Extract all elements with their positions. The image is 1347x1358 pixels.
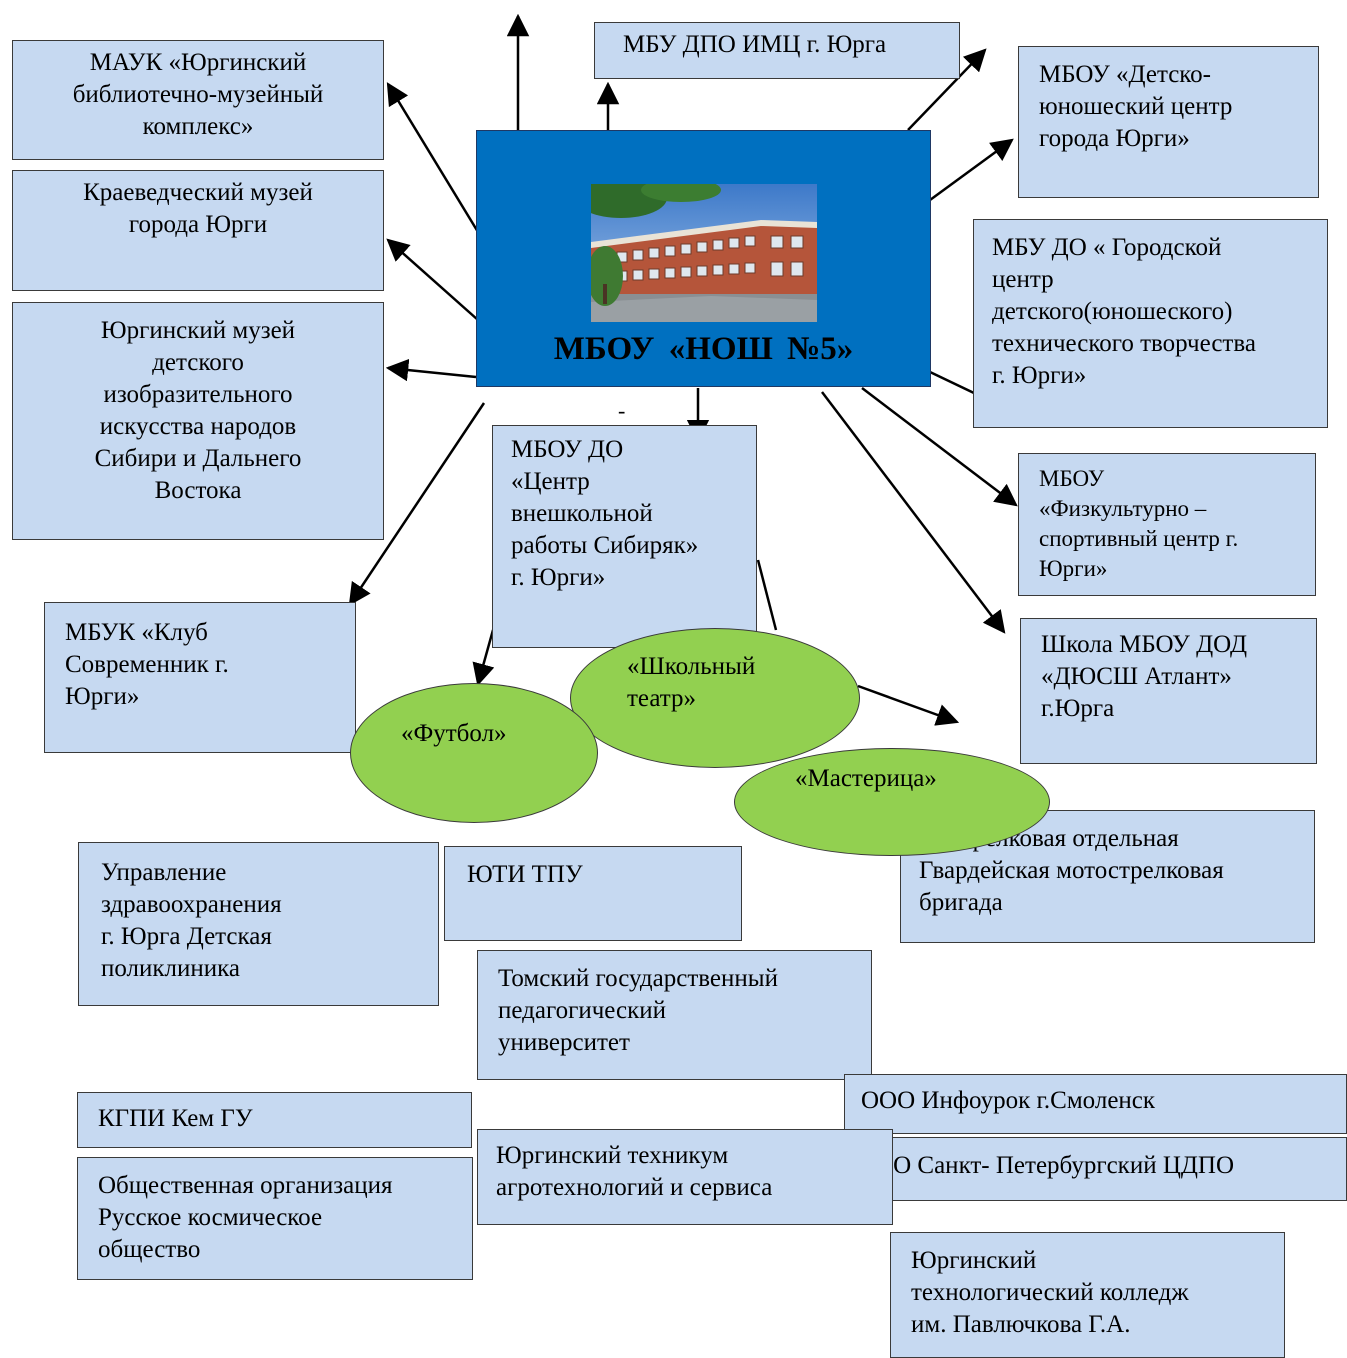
box-children-art-museum: Юргинский музей детского изобразительног… (12, 302, 384, 540)
box-yuti-tpu: ЮТИ ТПУ (444, 846, 742, 941)
box-technical-creativity-center: МБУ ДО « Городской центр детского(юношес… (973, 219, 1328, 428)
arrow-to-masterica (857, 684, 960, 726)
box-club-sovremennik: МБУК «Клуб Современник г. Юрги» (44, 602, 356, 753)
box-russian-space-society: Общественная организация Русское космиче… (77, 1157, 473, 1280)
box-agrotech-college: Юргинский техникум агротехнологий и серв… (477, 1129, 893, 1225)
ellipse-football: «Футбол» (350, 683, 598, 823)
box-74-brigade: 74 стрелковая отдельная Гвардейская мото… (900, 810, 1315, 943)
ellipse-school-theater: «Школьный театр» (570, 628, 860, 768)
box-mauk-library-museum: МАУК «Юргинский библиотечно-музейный ком… (12, 40, 384, 160)
box-tspu: Томский государственный педагогический у… (477, 950, 872, 1080)
box-sibiryak-center: МБОУ ДО «Центр внешкольной работы Сибиря… (492, 425, 757, 648)
arrow-to-art-museum (385, 358, 477, 382)
box-local-history-museum: Краеведческий музей города Юрги (12, 170, 384, 291)
arrow-to-sports-center (861, 387, 1018, 507)
arrow-to-youth-center (929, 138, 1014, 202)
central-school-title: МБОУ «НОШ №5» (553, 331, 854, 367)
line-sibiryak-to-theater (756, 559, 778, 631)
box-technological-college: Юргинский технологический колледж им. Па… (890, 1232, 1285, 1358)
box-sports-center: МБОУ «Физкультурно – спортивный центр г.… (1018, 453, 1316, 596)
stray-dash-mark: - (618, 398, 626, 423)
box-youth-center: МБОУ «Детско- юношеский центр города Юрг… (1018, 46, 1319, 198)
central-school-box: МБОУ «НОШ №5» (476, 130, 931, 387)
arrow-to-dyussh (821, 391, 1006, 634)
school-building-photo (591, 184, 817, 322)
arrow-to-upper-right (907, 48, 987, 131)
box-dyussh-atlant: Школа МБОУ ДОД «ДЮСШ Атлант» г.Юрга (1020, 618, 1317, 764)
arrow-to-club (348, 402, 486, 606)
box-infourok: ООО Инфоурок г.Смоленск (844, 1074, 1347, 1134)
arrow-to-local-museum (386, 238, 479, 321)
box-healthcare-department: Управление здравоохранения г. Юрга Детск… (78, 842, 439, 1006)
box-ano-spb-cdpo: АНО Санкт- Петербургский ЦДПО (842, 1137, 1347, 1201)
arrow-to-football (472, 629, 495, 687)
ellipse-masterica: «Мастерица» (734, 748, 1050, 856)
box-imc: МБУ ДПО ИМЦ г. Юрга (594, 22, 960, 79)
arrow-to-mauk (386, 82, 480, 233)
box-kgpi-kemgu: КГПИ Кем ГУ (77, 1092, 472, 1148)
